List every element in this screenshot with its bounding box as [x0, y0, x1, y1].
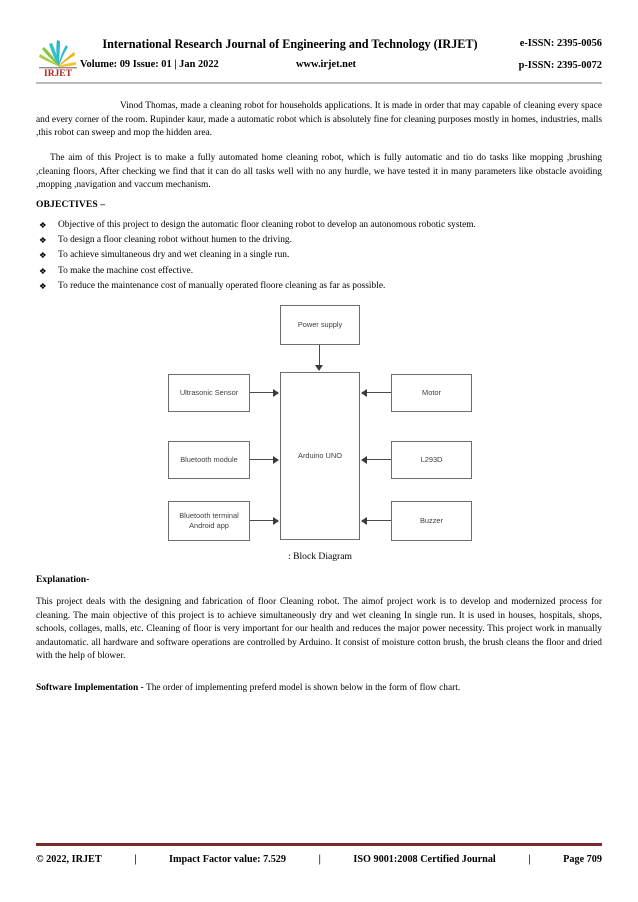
diamond-bullet-icon: ❖ — [39, 250, 47, 261]
diagram-arrowhead-left — [361, 456, 367, 464]
list-item: ❖ To design a floor cleaning robot witho… — [36, 233, 602, 248]
explanation-paragraph: This project deals with the designing an… — [36, 597, 602, 662]
diagram-block-ultrasonic-sensor: Ultrasonic Sensor — [168, 374, 250, 412]
journal-title: International Research Journal of Engine… — [102, 37, 478, 51]
diagram-connector-btterminal-to-arduino — [250, 520, 274, 521]
logo-wordmark: IRJET — [44, 69, 73, 79]
intro-paragraph-1: Vinod Thomas, made a cleaning robot for … — [36, 101, 602, 139]
diagram-arrowhead-left — [361, 517, 367, 525]
diagram-arrowhead-right — [273, 517, 279, 525]
diagram-arrowhead-left — [361, 389, 367, 397]
list-item: ❖ Objective of this project to design th… — [36, 218, 602, 233]
list-item-label: To achieve simultaneous dry and wet clea… — [58, 250, 290, 261]
journal-eissn: e-ISSN: 2395-0056 — [519, 38, 602, 49]
footer-separator: | — [318, 854, 321, 865]
list-item: ❖ To make the machine cost effective. — [36, 264, 602, 279]
diagram-block-power-supply: Power supply — [280, 305, 360, 345]
footer-separator: | — [134, 854, 137, 865]
diagram-connector-ultrasonic-to-arduino — [250, 392, 274, 393]
journal-header: IRJET International Research Journal of … — [36, 34, 602, 80]
diagram-block-arduino-uno: Arduino UNO — [280, 372, 360, 540]
objectives-heading: OBJECTIVES – — [36, 199, 106, 210]
list-item: ❖ To achieve simultaneous dry and wet cl… — [36, 248, 602, 263]
list-item-label: To reduce the maintenance cost of manual… — [58, 280, 386, 291]
diagram-connector-motor-to-arduino — [367, 392, 391, 393]
block-diagram-figure: Power supply Arduino UNO Ultrasonic Sens… — [150, 298, 490, 550]
diagram-block-l293d: L293D — [391, 441, 472, 479]
diamond-bullet-icon: ❖ — [39, 235, 47, 246]
list-item-label: Objective of this project to design the … — [58, 220, 476, 230]
diagram-block-motor: Motor — [391, 374, 472, 412]
journal-pissn: p-ISSN: 2395-0072 — [518, 60, 602, 71]
diagram-connector-power-to-arduino — [319, 345, 320, 366]
list-item-label: To make the machine cost effective. — [58, 265, 194, 276]
list-item: ❖ To reduce the maintenance cost of manu… — [36, 279, 602, 294]
diagram-arrowhead-right — [273, 389, 279, 397]
software-implementation-label: Software Implementation - — [36, 683, 146, 693]
list-item-label: To design a floor cleaning robot without… — [58, 235, 292, 246]
journal-footer: © 2022, IRJET | Impact Factor value: 7.5… — [36, 850, 602, 870]
diagram-arrowhead-down — [315, 365, 323, 371]
footer-copyright: © 2022, IRJET — [36, 854, 102, 865]
diagram-caption: : Block Diagram — [288, 551, 352, 562]
software-implementation-text: The order of implementing preferd model … — [145, 683, 461, 693]
footer-impact-factor: Impact Factor value: 7.529 — [169, 854, 286, 865]
diamond-bullet-icon: ❖ — [39, 265, 47, 276]
diamond-bullet-icon: ❖ — [39, 280, 47, 291]
footer-divider — [36, 843, 602, 846]
diagram-block-bluetooth-module: Bluetooth module — [168, 441, 250, 479]
diagram-block-bluetooth-terminal: Bluetooth terminal Android app — [168, 501, 250, 541]
irjet-logo-icon: IRJET — [36, 36, 80, 80]
journal-volume-issue: Volume: 09 Issue: 01 | Jan 2022 — [80, 59, 219, 70]
explanation-heading: Explanation- — [36, 574, 90, 585]
footer-separator: | — [528, 854, 531, 865]
objectives-list: ❖ Objective of this project to design th… — [36, 218, 602, 294]
software-implementation-line: Software Implementation - The order of i… — [36, 682, 602, 696]
diagram-arrowhead-right — [273, 456, 279, 464]
intro-paragraph-2: The aim of this Project is to make a ful… — [36, 153, 602, 191]
diagram-connector-buzzer-to-arduino — [367, 520, 391, 521]
diagram-connector-btmodule-to-arduino — [250, 459, 274, 460]
header-divider — [36, 82, 602, 84]
diagram-connector-l293d-to-arduino — [367, 459, 391, 460]
diamond-bullet-icon: ❖ — [39, 220, 47, 230]
journal-website[interactable]: www.irjet.net — [296, 59, 357, 70]
footer-page-number: Page 709 — [563, 854, 602, 865]
footer-certification: ISO 9001:2008 Certified Journal — [353, 854, 496, 865]
diagram-block-buzzer: Buzzer — [391, 501, 472, 541]
